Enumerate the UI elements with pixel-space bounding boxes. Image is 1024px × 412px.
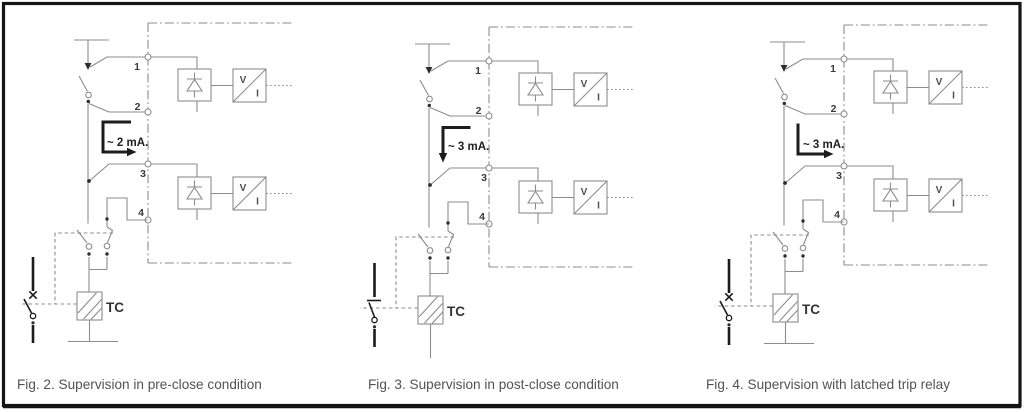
trip-coil-label: TC <box>447 304 465 319</box>
circuit-breaker-closed-icon <box>365 261 383 349</box>
current-value-label: ~ 2 mA. <box>107 137 148 149</box>
terminal-3-label: 3 <box>140 168 146 180</box>
current-meter-label: I <box>952 199 955 210</box>
figure-4-caption: Fig. 4. Supervision with latched trip re… <box>706 377 950 392</box>
current-meter-label: I <box>597 201 600 212</box>
terminal-3-label: 3 <box>481 172 487 184</box>
arrowhead-down-icon <box>438 153 448 163</box>
terminal-4-label: 4 <box>138 207 144 219</box>
trip-coil-label: TC <box>802 302 820 317</box>
current-path-arrow <box>101 120 131 154</box>
terminal-2-label: 2 <box>135 101 141 113</box>
figure-3-diagram: ~ 3 mA. 1 2 3 4 V I V I TC Fig. 3. Super… <box>359 26 636 392</box>
terminal-3-label: 3 <box>836 170 842 182</box>
terminal-1-label: 1 <box>134 61 140 73</box>
voltage-label: V <box>240 183 247 194</box>
supervision-circuit <box>714 24 991 345</box>
current-value-label: ~ 3 mA. <box>803 139 844 151</box>
supervision-circuit <box>18 22 295 343</box>
terminal-4-label: 4 <box>834 209 840 221</box>
voltage-label: V <box>936 185 943 196</box>
current-meter-label: I <box>597 93 600 104</box>
voltage-label: V <box>581 187 588 198</box>
current-value-label: ~ 3 mA. <box>448 141 489 153</box>
figure-4-diagram: ~ 3 mA. 1 2 3 4 V I V I TC Fig. 4. Super… <box>706 24 991 392</box>
current-meter-label: I <box>256 89 259 100</box>
figure-2-diagram: ~ 2 mA. 1 2 3 4 V I V I TC Fig. 2. Super… <box>17 22 295 392</box>
terminal-4-label: 4 <box>479 211 485 223</box>
current-path-arrow <box>441 126 471 153</box>
circuit-breaker-open-icon <box>718 257 735 347</box>
terminal-1-label: 1 <box>475 65 481 77</box>
arrowhead-right-icon <box>127 147 137 157</box>
supervision-circuit <box>359 26 636 347</box>
voltage-label: V <box>936 77 943 88</box>
circuit-breaker-open-icon <box>22 255 39 345</box>
terminal-2-label: 2 <box>831 103 837 115</box>
current-meter-label: I <box>952 91 955 102</box>
voltage-label: V <box>581 79 588 90</box>
figure-3-caption: Fig. 3. Supervision in post-close condit… <box>368 377 619 392</box>
voltage-label: V <box>240 75 247 86</box>
trip-coil-label: TC <box>106 300 124 315</box>
current-path-arrow <box>796 123 824 156</box>
terminal-2-label: 2 <box>476 105 482 117</box>
terminal-1-label: 1 <box>830 63 836 75</box>
arrowhead-right-icon <box>824 149 834 159</box>
figure-2-caption: Fig. 2. Supervision in pre-close conditi… <box>17 377 262 392</box>
current-meter-label: I <box>256 197 259 208</box>
